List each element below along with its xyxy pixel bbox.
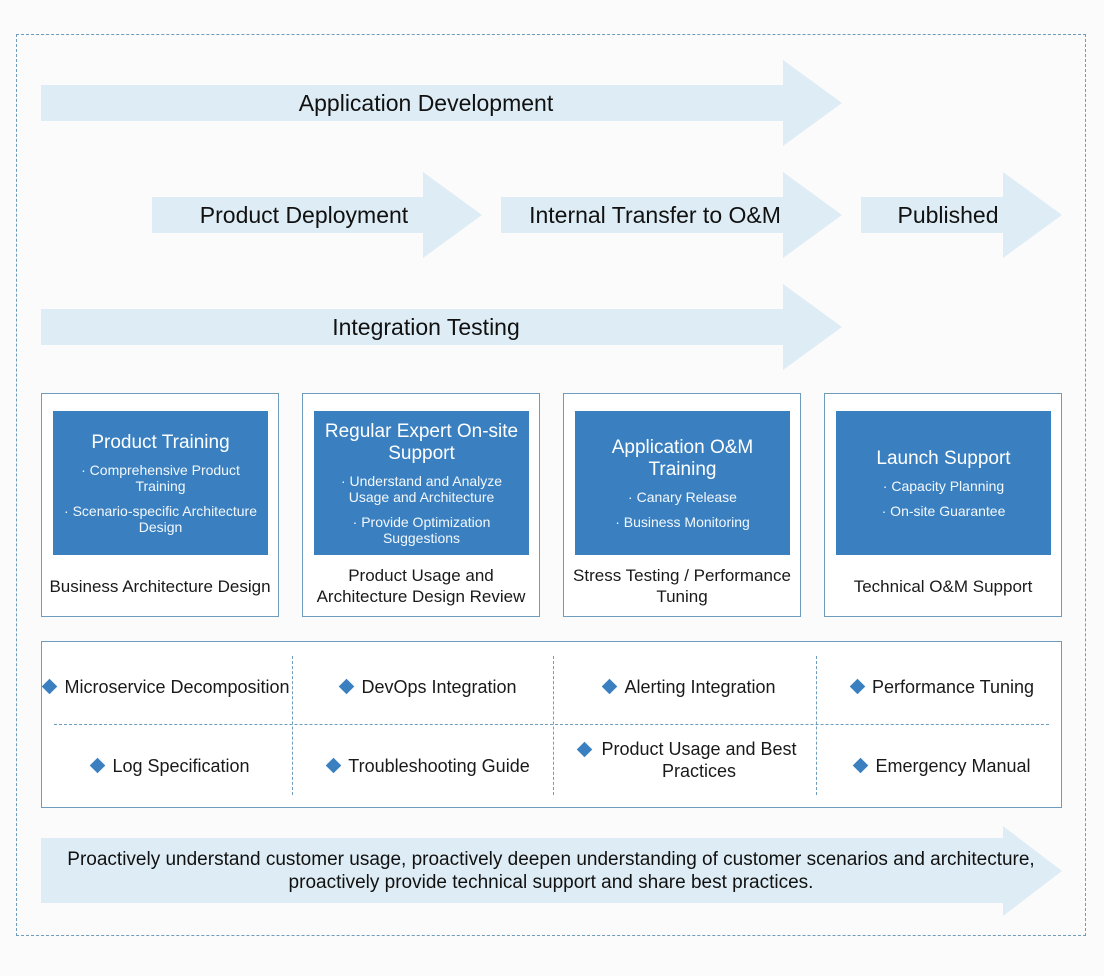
card-service-box: Application O&M Training · Canary Releas…	[575, 411, 790, 555]
summary-line: Proactively understand customer usage, p…	[67, 849, 1035, 870]
card-service-box: Launch Support · Capacity Planning · On-…	[836, 411, 1051, 555]
card-title: Product Training	[91, 431, 230, 453]
diagram-frame	[16, 34, 1086, 936]
card-caption: Product Usage and Architecture Design Re…	[316, 566, 526, 606]
card-title: Launch Support	[876, 447, 1011, 469]
column-divider	[553, 656, 554, 795]
card-title: Regular Expert On-site Support	[324, 420, 519, 464]
card-bullet: · On-site Guarantee	[881, 502, 1006, 519]
diamond-bullet-icon	[853, 757, 869, 773]
diamond-bullet-icon	[325, 757, 342, 773]
deliverables-grid: Microservice Decomposition DevOps Integr…	[41, 641, 1062, 808]
arrow-label: Internal Transfer to O&M	[529, 201, 781, 228]
column-divider	[292, 656, 293, 795]
card-bullet: · Business Monitoring	[615, 513, 750, 530]
arrow-summary: Proactively understand customer usage, p…	[41, 826, 1062, 916]
card-service-box: Product Training · Comprehensive Product…	[53, 411, 268, 555]
summary-text: Proactively understand customer usage, p…	[41, 848, 1061, 894]
deliverable-label: Alerting Integration	[624, 677, 776, 697]
card-technical-om: Launch Support · Capacity Planning · On-…	[824, 393, 1062, 617]
deliverable-label: Log Specification	[112, 756, 250, 776]
deliverable-item: Microservice Decomposition	[42, 662, 292, 712]
diamond-bullet-icon	[90, 757, 106, 773]
card-bullet: · Provide Optimization Suggestions	[352, 513, 491, 546]
card-bullet: · Scenario-specific Architecture Design	[64, 502, 257, 535]
card-bullet: · Understand and Analyze Usage and Archi…	[340, 472, 503, 505]
deliverable-item: Emergency Manual	[818, 738, 1068, 794]
arrow-label: Integration Testing	[332, 313, 520, 340]
card-caption: Business Architecture Design	[49, 576, 271, 596]
deliverable-label: Performance Tuning	[871, 677, 1035, 697]
column-divider	[816, 656, 817, 795]
arrow-label: Published	[897, 201, 999, 228]
card-stress-testing: Application O&M Training · Canary Releas…	[563, 393, 801, 617]
deliverable-item: Product Usage and Best Practices	[569, 738, 809, 794]
card-bullet: · Canary Release	[628, 488, 737, 505]
arrow-label: Product Deployment	[199, 201, 409, 228]
row-divider	[54, 724, 1049, 725]
diamond-bullet-icon	[602, 678, 618, 694]
diamond-bullet-icon	[42, 678, 58, 694]
deliverable-label: Emergency Manual	[875, 756, 1031, 776]
card-caption: Technical O&M Support	[853, 576, 1033, 596]
deliverable-item: Log Specification	[46, 738, 296, 794]
deliverable-item: Troubleshooting Guide	[304, 738, 554, 794]
deliverable-label: Troubleshooting Guide	[348, 756, 530, 776]
card-business-architecture: Product Training · Comprehensive Product…	[41, 393, 279, 617]
card-usage-review: Regular Expert On-site Support · Underst…	[302, 393, 540, 617]
diamond-bullet-icon	[849, 678, 866, 694]
diamond-bullet-icon	[576, 741, 593, 758]
deliverable-label: Product Usage and Best Practices	[601, 739, 797, 781]
card-bullet: · Comprehensive Product Training	[81, 461, 240, 494]
card-bullet: · Capacity Planning	[882, 477, 1005, 494]
diamond-bullet-icon	[339, 678, 355, 694]
deliverable-label: Microservice Decomposition	[64, 677, 290, 697]
card-service-box: Regular Expert On-site Support · Underst…	[314, 411, 529, 555]
deliverable-item: Performance Tuning	[818, 662, 1068, 712]
arrow-label: Application Development	[298, 89, 554, 116]
card-caption: Stress Testing / Performance Tuning	[573, 566, 791, 606]
deliverable-item: Alerting Integration	[565, 662, 815, 712]
deliverable-item: DevOps Integration	[304, 662, 554, 712]
deliverable-label: DevOps Integration	[361, 677, 517, 697]
summary-line: proactively provide technical support an…	[288, 872, 814, 893]
card-title: Application O&M Training	[611, 436, 754, 480]
